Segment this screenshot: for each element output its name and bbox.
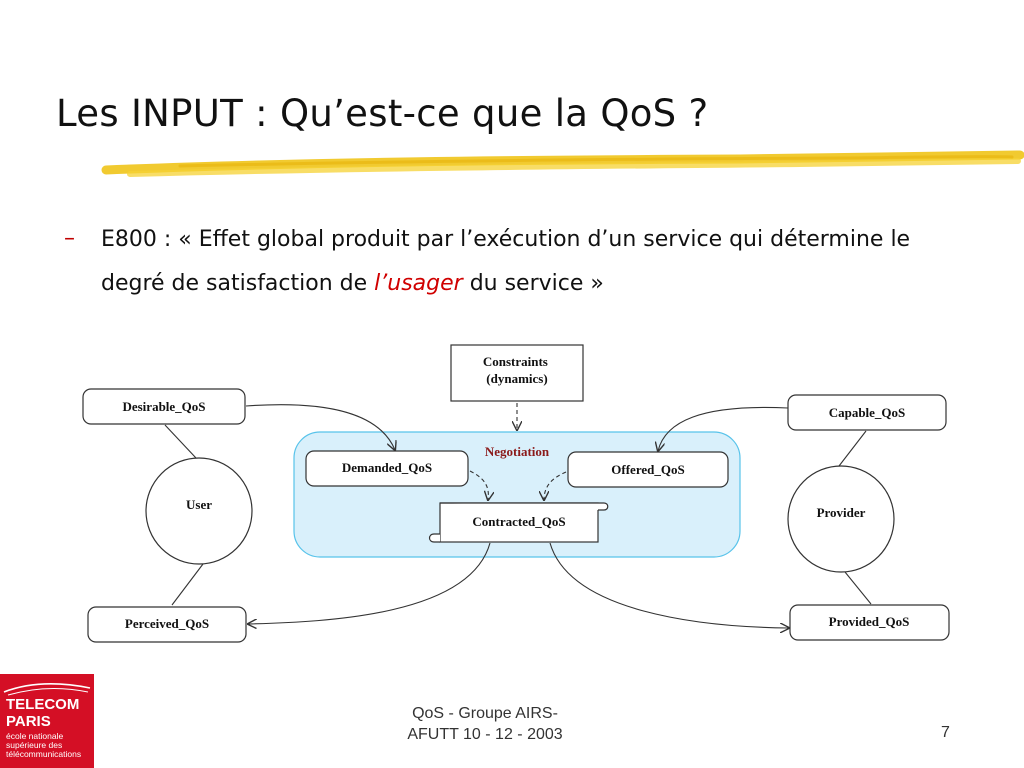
page-number: 7 — [941, 724, 950, 741]
constraints-label: Constraints (dynamics) — [483, 354, 551, 386]
contracted-qos-label: Contracted_QoS — [472, 514, 565, 529]
provided-qos-box — [789, 604, 950, 641]
title-highlight-stroke — [101, 150, 1024, 177]
logo-sub-line2: supérieure des — [6, 740, 63, 750]
demanded-qos-label: Demanded_QoS — [342, 460, 432, 475]
slide-footer: QoS - Groupe AIRS- AFUTT 10 - 12 - 2003 — [380, 703, 590, 745]
footer-line1: QoS - Groupe AIRS- — [412, 705, 558, 722]
offered-qos-label: Offered_QoS — [611, 462, 684, 477]
logo-sub-line1: école nationale — [6, 731, 64, 741]
provider-label: Provider — [817, 505, 866, 520]
user-node — [145, 457, 253, 565]
logo-name: TELECOM PARIS — [6, 696, 79, 730]
provider-node — [787, 465, 895, 573]
capable-qos-label: Capable_QoS — [829, 405, 906, 420]
qos-diagram: Negotiation Constraints (dynamics) Desir… — [82, 344, 950, 643]
constraints-box — [450, 344, 584, 402]
contracted-qos-scroll — [428, 502, 609, 543]
offered-qos-box — [567, 451, 729, 488]
negotiation-label: Negotiation — [485, 444, 550, 459]
bullet-marker: – — [64, 226, 75, 251]
perceived-qos-label: Perceived_QoS — [125, 616, 209, 631]
user-label: User — [186, 497, 212, 512]
constraints-label-line2: (dynamics) — [486, 371, 547, 386]
telecom-paris-logo: TELECOM PARIS école nationale supérieure… — [0, 674, 94, 768]
perceived-qos-box — [87, 606, 247, 643]
bullet-text-main: E800 : « Effet global produit par l’exéc… — [101, 227, 911, 296]
capable-qos-box — [787, 394, 947, 431]
footer-line2: AFUTT 10 - 12 - 2003 — [407, 726, 563, 743]
provided-qos-label: Provided_QoS — [829, 614, 910, 629]
logo-name-line2: PARIS — [6, 713, 51, 730]
desirable-qos-label: Desirable_QoS — [122, 399, 205, 414]
bullet-highlight-word: l’usager — [374, 271, 463, 296]
logo-name-line1: TELECOM — [6, 696, 80, 713]
bullet-text: E800 : « Effet global produit par l’exéc… — [101, 218, 961, 306]
slide-title: Les INPUT : Qu’est-ce que la QoS ? — [56, 92, 709, 135]
logo-swoosh-icon — [3, 683, 91, 696]
constraints-label-line1: Constraints — [483, 354, 548, 369]
desirable-qos-box — [82, 388, 246, 425]
bullet-text-end: du service » — [462, 271, 604, 296]
logo-subtitle: école nationale supérieure des télécommu… — [6, 732, 81, 759]
logo-sub-line3: télécommunications — [6, 749, 82, 759]
